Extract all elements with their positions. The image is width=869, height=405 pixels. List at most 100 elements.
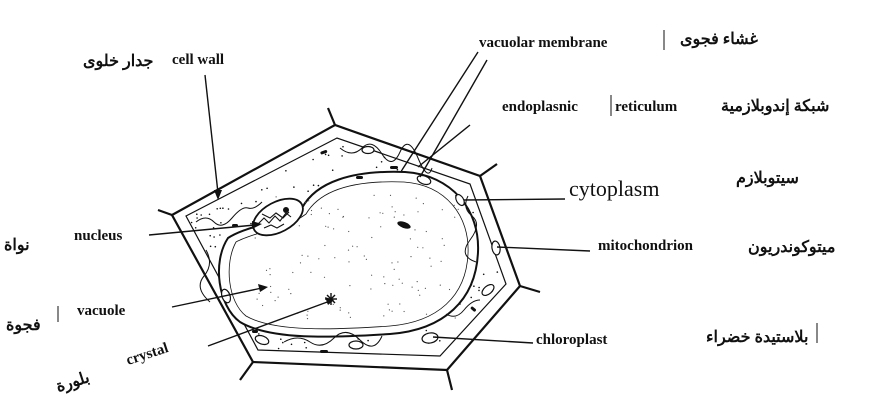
cytoplasm-granule	[367, 340, 369, 342]
cytoplasm-granule	[200, 214, 202, 216]
vacuole-dot	[402, 283, 403, 284]
vacuole-dot	[389, 309, 390, 310]
vacuole-dot	[340, 310, 341, 311]
vacuole-dot	[399, 303, 400, 304]
vacuole-dot	[262, 305, 263, 306]
vacuole-dot	[352, 246, 353, 247]
cytoplasm-granule	[318, 185, 320, 187]
vacuole-dot	[374, 195, 375, 196]
vacuole-dot	[429, 258, 430, 259]
vacuole-dot	[449, 289, 450, 290]
vacuole-dot	[278, 297, 279, 298]
vacuole-dot	[333, 228, 334, 229]
vacuole-dot	[454, 217, 455, 218]
cytoplasm-granule	[285, 170, 287, 172]
cytoplasm-granule	[376, 167, 378, 169]
vacuole-dot	[425, 288, 426, 289]
vacuole-dot	[357, 246, 358, 247]
cytoplasm-granule	[439, 340, 441, 342]
cytoplasm-granule	[291, 344, 293, 346]
vacuole-dot	[337, 209, 338, 210]
vacuole-dot	[423, 203, 424, 204]
label-chloroplast-en: chloroplast	[536, 332, 607, 348]
vacuole-dot	[308, 200, 309, 201]
vacuole-dot	[458, 209, 459, 210]
cytoplasm-granule	[216, 208, 218, 210]
vacuole-dot	[454, 205, 455, 206]
vacuole-dot	[321, 208, 322, 209]
cytoplasm-granule	[304, 342, 306, 344]
vacuole-dot	[368, 217, 369, 218]
cytoplasm-granule	[255, 201, 257, 203]
cytoplasm-granule	[215, 246, 217, 248]
cytoplasm-granule	[473, 285, 475, 287]
vacuole-dot	[328, 227, 329, 228]
vacuole-dot	[276, 196, 277, 197]
cytoplasm-granule	[305, 347, 307, 349]
vacuole-dot	[392, 206, 393, 207]
vacuole-dot	[270, 286, 271, 287]
cytoplasm-granule	[325, 154, 327, 156]
vacuole-dot	[334, 257, 335, 258]
vacuole-dot	[410, 256, 411, 257]
vacuole-dot	[275, 300, 276, 301]
vacuole-dot	[292, 272, 293, 273]
label-crystal-ar: بلورة	[54, 369, 92, 397]
cytoplasm-granule	[196, 213, 198, 215]
label-vacuole-en: vacuole	[77, 303, 126, 319]
label-er-en-1: endoplasnic	[502, 99, 578, 115]
vacuole-dot	[380, 226, 381, 227]
vacuole-dot	[371, 237, 372, 238]
vacuole-dot	[364, 255, 365, 256]
vacuole-dot	[403, 214, 404, 215]
cytoplasm-granule	[258, 333, 260, 335]
vacuole-dot	[382, 213, 383, 214]
vacuole-dot	[302, 255, 303, 256]
vacuole-dot	[310, 272, 311, 273]
label-er-ar: شبكة إندوبلازمية	[721, 98, 829, 116]
vacuole-dot	[442, 209, 443, 210]
label-cell-wall-en: cell wall	[172, 52, 224, 68]
cytoplasm-granule	[328, 155, 330, 157]
vacuole-dot	[392, 285, 393, 286]
vacuole-dot	[329, 213, 330, 214]
cytoplasm-granule	[196, 217, 198, 219]
vacuole-dot	[394, 269, 395, 270]
cytoplasm-granule	[483, 274, 485, 276]
vacuole-dot	[431, 266, 432, 267]
vacuole-dot	[307, 318, 308, 319]
cytoplasm-granule	[381, 161, 383, 163]
vacuole-dot	[290, 293, 291, 294]
vacuole-dot	[441, 261, 442, 262]
vacuole-dot	[257, 299, 258, 300]
vacuole-dot	[305, 202, 306, 203]
cytoplasm-granule	[332, 169, 334, 171]
cytoplasm-granule	[241, 203, 243, 205]
cytoplasm-granule	[280, 338, 282, 340]
cytoplasm-granule	[209, 235, 211, 237]
vacuole-dot	[417, 281, 418, 282]
vacuole-dot	[399, 279, 400, 280]
vacuole-dot	[348, 312, 349, 313]
cytoplasm-granule	[293, 186, 295, 188]
label-mitochondrion-en: mitochondrion	[598, 238, 694, 254]
label-cytoplasm-ar: سيتوبلازم	[736, 170, 799, 188]
cytoplasm-granule	[210, 246, 212, 248]
cytoplasm-granule	[313, 184, 315, 186]
vacuole-dot	[270, 274, 271, 275]
cytoplasm-granule	[213, 236, 215, 238]
label-vacuolar-membrane-ar: غشاء فجوى	[680, 31, 758, 49]
cytoplasm-granule	[261, 189, 263, 191]
vacuole-dot	[311, 210, 312, 211]
vacuole-dot	[455, 317, 456, 318]
vacuole-dot	[269, 268, 270, 269]
cytoplasm-granule	[342, 146, 344, 148]
cytoplasm-granule	[312, 159, 314, 161]
label-cell-wall-ar: جدار خلوى	[83, 53, 154, 71]
label-nucleus-ar: نواة	[4, 237, 30, 255]
vacuole-dot	[324, 277, 325, 278]
vacuole-dot	[350, 317, 351, 318]
vacuole-dot	[391, 262, 392, 263]
vacuole-membrane	[219, 172, 478, 337]
